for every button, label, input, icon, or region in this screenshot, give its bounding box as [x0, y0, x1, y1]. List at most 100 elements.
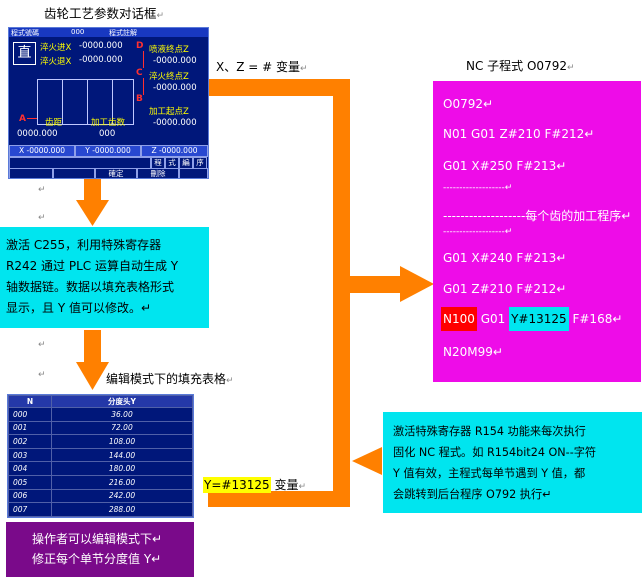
start-z-value: -0000.000: [153, 118, 197, 128]
tooth-count-value: 000: [99, 129, 116, 139]
table-cell-y[interactable]: 72.00: [51, 420, 193, 436]
table-cell-n: 002: [8, 434, 52, 449]
nc-line-1: O0792↵: [443, 97, 494, 111]
table-header-n: N: [8, 395, 52, 408]
nc-y-var: Y#13125: [509, 307, 569, 331]
nc-line-6: -------------------↵: [443, 227, 513, 237]
nc-program-box: O0792↵ N01 G01 Z#210 F#212↵ G01 X#250 F#…: [433, 81, 641, 382]
pitch-label: 齿距: [45, 118, 63, 128]
y-variable-chip: Y=#13125: [203, 477, 271, 493]
table-cell-n: 006: [8, 488, 52, 504]
plc-line-3: 轴数据链。数据以填充表格形式: [6, 280, 175, 294]
nc-line-highlight: N100 G01 Y#13125 F#168↵: [441, 307, 622, 331]
guide-line-top: [37, 79, 134, 80]
confirm-softkey[interactable]: 確定: [95, 168, 137, 178]
plc-description-box: 激活 C255，利用特殊寄存器 R242 通过 PLC 运算自动生成 Y 轴数据…: [0, 227, 209, 328]
table-cell-y[interactable]: 216.00: [51, 474, 193, 490]
pitch-value: 0000.000: [17, 129, 58, 139]
table-cell-n: 005: [8, 474, 52, 490]
table-cell-n: 007: [8, 502, 52, 517]
arrow-right-icon: [400, 266, 434, 302]
para-mark-4: ↵: [38, 370, 46, 380]
plc-line-4: 显示，且 Y 值可以修改。↵: [6, 301, 152, 315]
spray-end-z-label: 喷液终点Z: [149, 45, 189, 55]
marker-b: B: [136, 94, 143, 104]
dialog-title-label: 齿轮工艺参数对话框↵: [44, 6, 165, 21]
table-cell-n: 001: [8, 420, 52, 436]
nc-line-3: G01 X#250 F#213↵: [443, 159, 567, 173]
connector-y-horizontal: [208, 491, 350, 507]
xz-variable-label: X、Z = # 变量↵: [216, 60, 308, 74]
connector-box-to-table: [84, 330, 101, 365]
coord-z: Z -0000.000: [141, 145, 208, 157]
spray-end-z-value: -0000.000: [153, 56, 197, 66]
y-variable-label: Y=#13125 变量↵: [203, 477, 307, 493]
para-mark-1: ↵: [38, 185, 46, 195]
table-cell-y[interactable]: 288.00: [51, 502, 193, 517]
marker-c: C: [136, 68, 143, 78]
table-cell-y[interactable]: 180.00: [51, 461, 193, 476]
arrow-down-icon-2: [76, 362, 109, 390]
start-z-label: 加工起点Z: [149, 107, 189, 117]
connector-vertical-main: [333, 79, 350, 507]
table-cell-n: 004: [8, 461, 52, 476]
quench-out-x-value: -0000.000: [79, 55, 123, 65]
cnc-dialog-screenshot: 程式號碼 000 程式註解 直 淬火进X -0000.000 淬火退X -000…: [8, 27, 209, 179]
nc-line-4: -------------------↵: [443, 183, 513, 193]
table-title-label: 编辑模式下的填充表格↵: [106, 372, 234, 386]
connector-xz-horizontal: [208, 79, 350, 96]
nc-line-10: N20M99↵: [443, 345, 503, 359]
para-mark-3: ↵: [38, 340, 46, 350]
nc-line-7: G01 X#240 F#213↵: [443, 251, 567, 265]
table-cell-n: 000: [8, 407, 52, 422]
nc-n100: N100: [441, 307, 477, 331]
nc-line-8: G01 Z#210 F#212↵: [443, 282, 567, 296]
nc-program-title: NC 子程式 O0792↵: [466, 59, 575, 73]
table-cell-y[interactable]: 242.00: [51, 488, 193, 504]
para-mark-2: ↵: [38, 213, 46, 223]
table-cell-y[interactable]: 36.00: [51, 407, 193, 422]
tooth-count-label: 加工齿数: [91, 118, 126, 128]
plc-line-2: R242 通过 PLC 运算自动生成 Y: [6, 259, 179, 273]
r154-line-1: 激活特殊寄存器 R154 功能来每次执行: [393, 425, 586, 438]
r154-line-3: Y 值有效，主程式每单节遇到 Y 值，都: [393, 467, 586, 480]
quench-in-x-value: -0000.000: [79, 41, 123, 51]
table-cell-y[interactable]: 108.00: [51, 434, 193, 449]
arrow-left-icon: [352, 447, 382, 475]
nc-line-5: -------------------每个齿的加工程序↵: [443, 209, 632, 223]
straight-gear-icon: 直: [13, 42, 36, 65]
marker-d: D: [136, 41, 144, 51]
table-cell-n: 003: [8, 447, 52, 463]
quench-out-x-label: 淬火退X: [40, 57, 72, 67]
r154-line-2: 固化 NC 程式。如 R154bit24 ON--字符: [393, 446, 597, 459]
r154-line-4: 会跳转到后台程序 O792 执行↵: [393, 488, 552, 501]
quench-in-x-label: 淬火进X: [40, 43, 72, 53]
nc-line-2: N01 G01 Z#210 F#212↵: [443, 127, 595, 141]
arrow-down-icon: [76, 200, 109, 226]
marker-a: A: [19, 114, 26, 124]
delete-softkey[interactable]: 刪除: [137, 168, 179, 178]
quench-end-z-label: 淬火终点Z: [149, 72, 189, 82]
quench-end-z-value: -0000.000: [153, 83, 197, 93]
coord-x: X -0000.000: [9, 145, 75, 157]
coord-y: Y -0000.000: [75, 145, 141, 157]
operator-line-2: 修正每个单节分度值 Y↵: [32, 552, 162, 566]
r154-description-box: 激活特殊寄存器 R154 功能来每次执行 固化 NC 程式。如 R154bit2…: [383, 412, 642, 513]
dialog-header-left: 程式號碼: [11, 29, 39, 37]
connector-dialog-to-box: [84, 178, 101, 203]
dialog-header-right: 程式註解: [109, 29, 137, 37]
table-header-y: 分度头Y: [51, 395, 193, 408]
table-cell-y[interactable]: 144.00: [51, 447, 193, 463]
connector-to-nc: [333, 276, 403, 293]
operator-line-1: 操作者可以编辑模式下↵: [32, 532, 163, 546]
guide-line-base: [37, 124, 134, 125]
plc-line-1: 激活 C255，利用特殊寄存器: [6, 238, 162, 252]
